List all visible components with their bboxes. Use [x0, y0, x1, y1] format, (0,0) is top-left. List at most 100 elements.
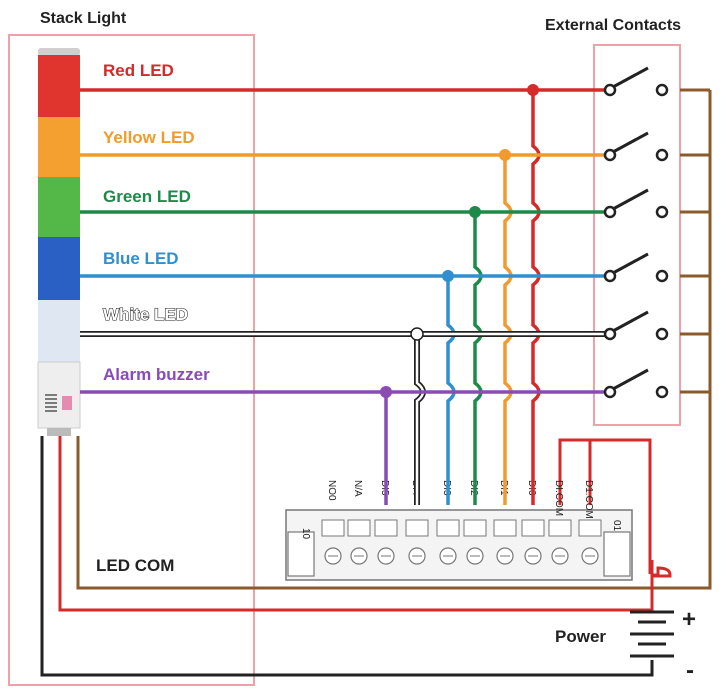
terminal-screw-icon	[521, 519, 545, 565]
stack-light-title: Stack Light	[40, 10, 127, 27]
switch-icon	[603, 66, 669, 97]
switch-contact-left	[603, 269, 617, 283]
buzzer-grille-icon	[45, 394, 57, 412]
terminal-pin-label: N/A	[352, 480, 363, 497]
switch-contact-right	[655, 327, 669, 341]
junction-dot	[442, 270, 454, 282]
tower-segment-green	[38, 177, 80, 237]
terminal-slot	[493, 519, 517, 537]
junction-dot	[527, 84, 539, 96]
terminal-right-end	[603, 531, 631, 577]
power-label: Power	[555, 627, 606, 646]
led-com-label: LED COM	[96, 556, 174, 575]
tower-segment-yellow	[38, 117, 80, 177]
terminal-pin-label: NO0	[326, 480, 337, 501]
terminal-screw-icon	[347, 519, 371, 565]
switch-icon	[603, 310, 669, 341]
terminal-slot	[347, 519, 371, 537]
switch-contact-right	[655, 385, 669, 399]
junction-dot	[380, 386, 392, 398]
switch-contact-left	[603, 148, 617, 162]
terminal-screw-icon	[548, 519, 572, 565]
led-label: Yellow LED	[103, 128, 195, 147]
terminal-slot	[548, 519, 572, 537]
led-label: Blue LED	[103, 249, 179, 268]
terminal-screw-icon	[405, 519, 429, 565]
switch-lever	[612, 188, 649, 211]
led-circuit-2: Green LED	[80, 187, 610, 505]
switch-contact-right	[655, 205, 669, 219]
tower-base	[37, 361, 81, 429]
terminal-right-number: 01	[611, 520, 622, 532]
terminal-screw-icon	[374, 519, 398, 565]
terminal-screw-icon	[436, 519, 460, 565]
tower-segment-white	[38, 300, 80, 362]
led-circuit-1: Yellow LED	[80, 128, 610, 505]
tower-segment-red	[38, 55, 80, 117]
led-label: White LED	[103, 305, 188, 324]
terminal-slot	[374, 519, 398, 537]
tower-segment-blue	[38, 237, 80, 300]
switch-lever	[612, 66, 649, 89]
terminal-left-end	[287, 531, 315, 577]
tower-cap	[38, 48, 80, 56]
switch-contact-right	[655, 269, 669, 283]
switch-lever	[612, 310, 649, 333]
stack-light-frame	[8, 34, 255, 686]
switch-contact-right	[655, 148, 669, 162]
led-drop-wire	[473, 212, 483, 505]
junction-dot	[469, 206, 481, 218]
battery-icon	[630, 610, 674, 658]
terminal-screw-icon	[578, 519, 602, 565]
terminal-slot	[521, 519, 545, 537]
terminal-slot	[578, 519, 602, 537]
external-contacts-frame	[593, 44, 681, 426]
tower-foot	[47, 428, 71, 436]
switch-icon	[603, 131, 669, 162]
led-drop-wire	[531, 90, 541, 505]
terminal-screw-icon	[493, 519, 517, 565]
negative-supply-wire	[40, 436, 654, 677]
power-wiring	[40, 88, 712, 677]
junction-dot	[410, 327, 424, 341]
led-drop-wire	[503, 155, 513, 505]
terminal-slot	[321, 519, 345, 537]
external-contacts-title: External Contacts	[545, 17, 681, 34]
terminal-left-number: 10	[300, 528, 311, 540]
minus-sign: -	[686, 657, 694, 684]
led-label: Red LED	[103, 61, 174, 80]
switch-icon	[603, 252, 669, 283]
switch-lever	[612, 368, 649, 391]
led-label: Alarm buzzer	[103, 365, 210, 384]
switch-contact-left	[603, 205, 617, 219]
positive-supply-wire	[58, 436, 654, 612]
terminal-pin-label: D1.COM	[583, 480, 594, 519]
terminal-screw-icon	[321, 519, 345, 565]
led-drop-wire	[446, 276, 456, 505]
terminal-slot	[436, 519, 460, 537]
led-circuit-5: Alarm buzzer	[80, 365, 610, 505]
plus-sign: +	[682, 606, 696, 633]
terminal-screw-icon	[463, 519, 487, 565]
stack-light-tower	[37, 48, 81, 436]
switch-icon	[603, 368, 669, 399]
positive-to-com-wire	[652, 566, 672, 578]
switch-contact-left	[603, 385, 617, 399]
switch-lever	[612, 131, 649, 154]
led-circuit-3: Blue LED	[80, 249, 610, 505]
switch-lever	[612, 252, 649, 275]
switch-icon	[603, 188, 669, 219]
led-circuit-0: Red LED	[80, 61, 610, 505]
switch-contact-right	[655, 83, 669, 97]
switch-contact-left	[603, 327, 617, 341]
buzzer-badge-icon	[62, 396, 72, 410]
switch-contact-left	[603, 83, 617, 97]
led-com-wire	[76, 90, 712, 590]
di-com-wire	[558, 438, 652, 574]
terminal-slot	[405, 519, 429, 537]
led-circuit-4: White LED	[80, 304, 610, 505]
junction-dot	[499, 149, 511, 161]
led-label: Green LED	[103, 187, 191, 206]
